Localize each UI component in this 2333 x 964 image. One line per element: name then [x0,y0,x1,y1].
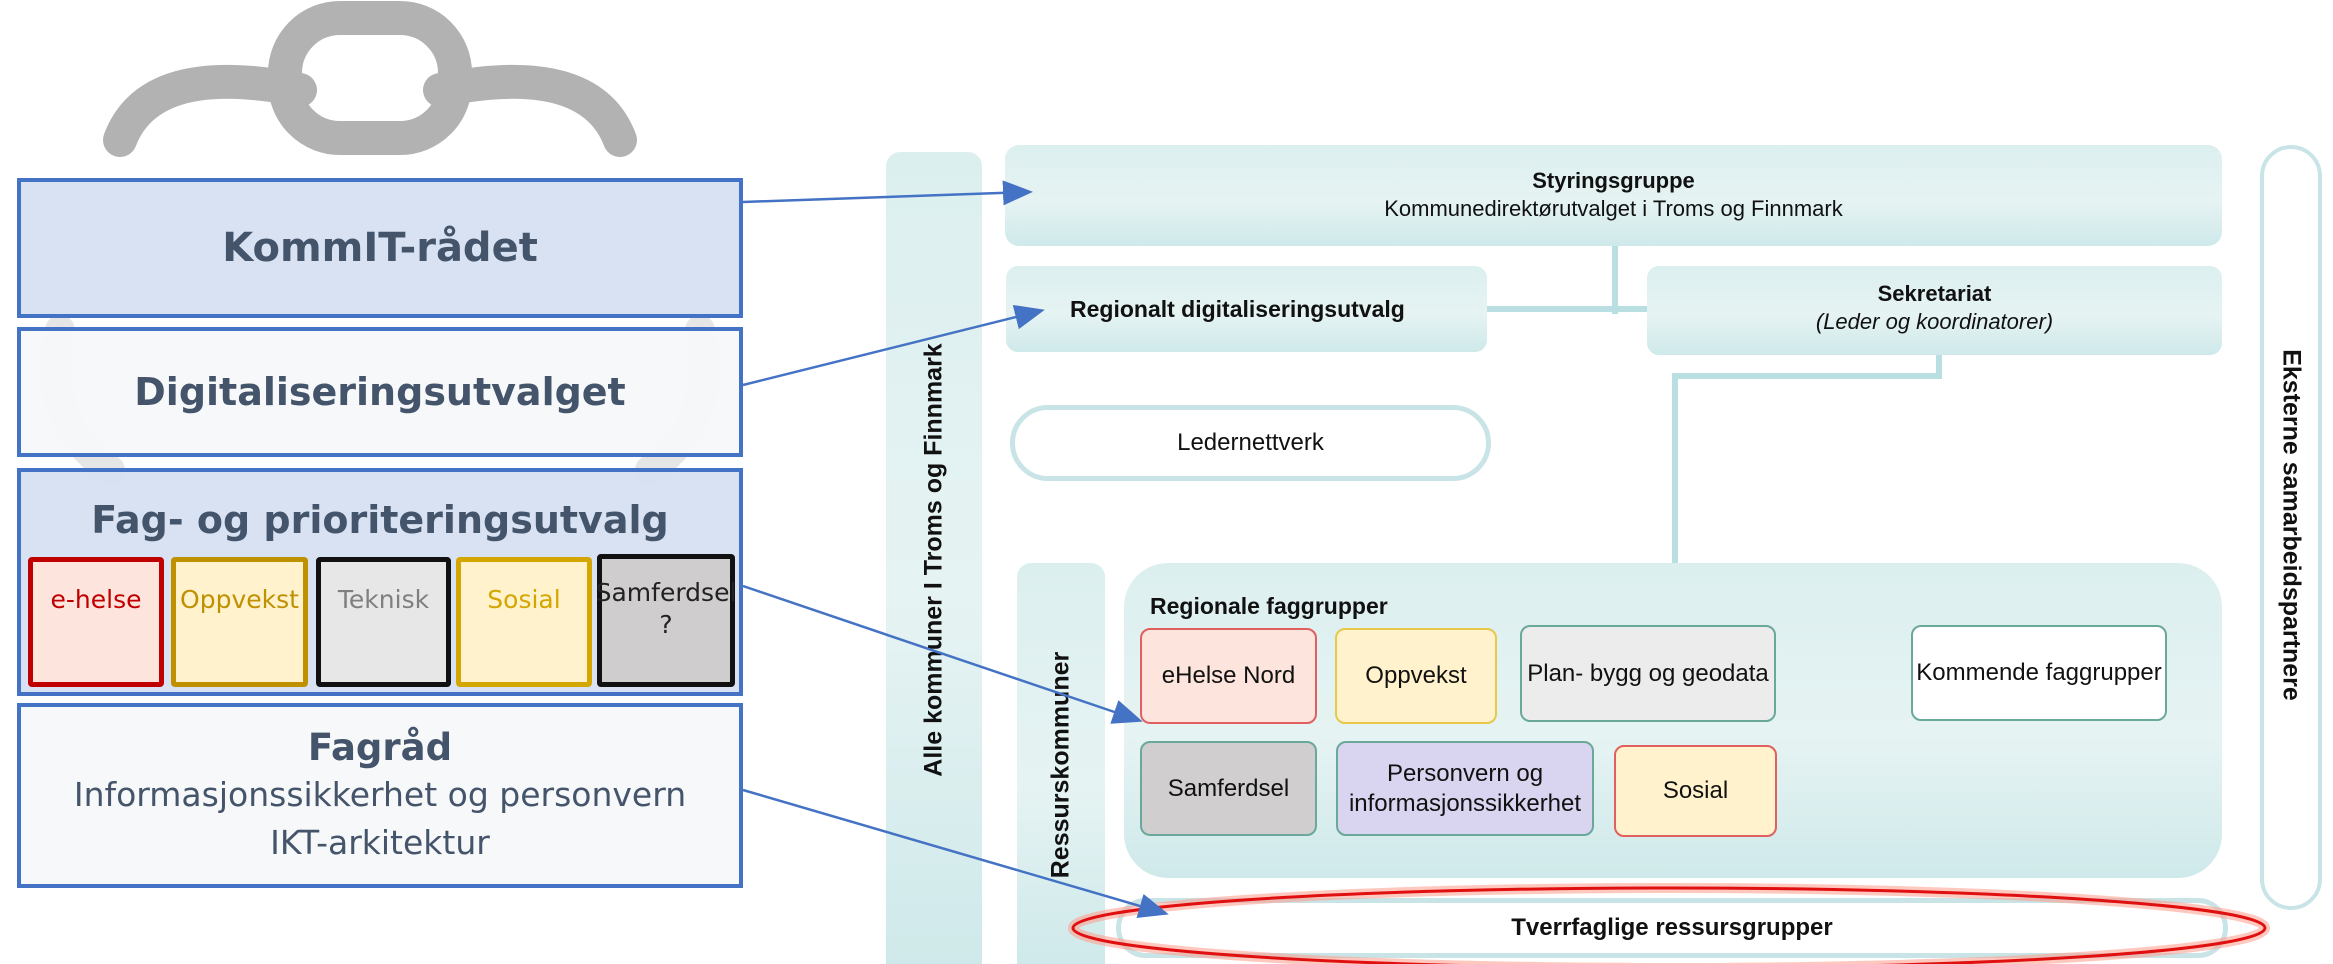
styringsgruppe-title: Styringsgruppe [1532,168,1695,193]
fag-box-e-helse: e-helse [28,557,164,687]
tverrfaglige-ressursgrupper-pill: Tverrfaglige ressursgrupper [1116,898,2228,958]
connector-line [1487,306,1650,312]
styringsgruppe-box: Styringsgruppe Kommunedirektørutvalget i… [1005,145,2222,246]
kommit-radet-box: KommIT-rådet [17,178,743,318]
connector-line [1672,373,1678,565]
faggruppe-samferdsel: Samferdsel [1140,741,1317,836]
alle-kommuner-label: Alle kommuner I Troms og Finnmark [919,343,948,777]
tverrfaglige-ressursgrupper-label: Tverrfaglige ressursgrupper [1511,914,1833,941]
digitaliseringsutvalget-title: Digitaliseringsutvalget [134,370,626,414]
styringsgruppe-subtitle: Kommunedirektørutvalget i Troms og Finnm… [1384,196,1843,221]
connector-line [1612,246,1618,314]
fagrad-box: Fagråd Informasjonssikkerhet og personve… [17,703,743,888]
digitaliseringsutvalget-box: Digitaliseringsutvalget [17,327,743,457]
sekretariat-title: Sekretariat [1877,281,1992,306]
faggruppe-sosial: Sosial [1614,745,1777,837]
connector-line [1936,355,1942,379]
faggruppe-ehelse-nord: eHelse Nord [1140,628,1317,724]
kommit-radet-title: KommIT-rådet [222,225,538,271]
faggruppe-oppvekst: Oppvekst [1335,628,1497,724]
fagrad-line-ikt-arkitektur: IKT-arkitektur [270,822,490,862]
ledernettverk-pill: Ledernettverk [1010,405,1491,481]
regionalt-digitaliseringsutvalg-box: Regionalt digitaliseringsutvalg [1006,266,1487,352]
faggruppe-kommende-faggrupper: Kommende faggrupper [1911,625,2167,721]
fagrad-title: Fagråd [307,725,453,769]
fag-box-oppvekst: Oppvekst [171,557,308,687]
regionalt-digitaliseringsutvalg-label: Regionalt digitaliseringsutvalg [1070,295,1405,322]
faggruppe-personvern-og-informasjonssikkerhet: Personvern og informasjonssikkerhet [1336,741,1594,836]
sekretariat-box: Sekretariat (Leder og koordinatorer) [1647,266,2222,355]
ledernettverk-label: Ledernettverk [1177,429,1324,456]
eksterne-label: Eksterne samarbeidspartnere [2277,349,2306,701]
fag-box-teknisk: Teknisk [316,557,451,687]
sekretariat-subtitle: (Leder og koordinatorer) [1815,309,2054,334]
fag-prioriteringsutvalg-title: Fag- og prioriteringsutvalg [91,498,669,542]
fagrad-line-informasjonssikkerhet: Informasjonssikkerhet og personvern [73,774,687,814]
faggruppe-plan-bygg-og-geodata: Plan- bygg og geodata [1520,625,1776,722]
ressurskommuner-label: Ressurskommuner [1046,651,1075,879]
fag-box-samferdsel: Samferdsel ? [596,554,736,687]
eksterne-bar [2260,145,2322,910]
fag-box-sosial: Sosial [456,557,592,687]
connector-line [1672,373,1942,379]
regionale-faggrupper-title: Regionale faggrupper [1150,593,1388,619]
